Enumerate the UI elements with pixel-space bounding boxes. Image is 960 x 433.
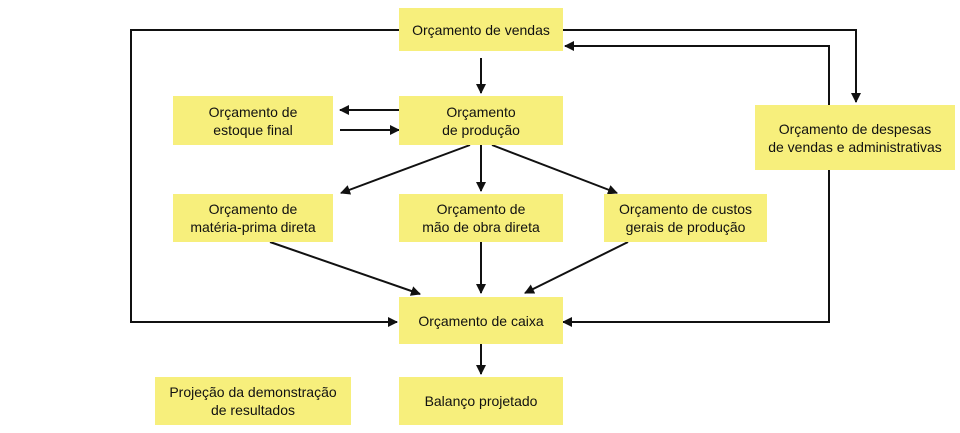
edge-vendas-caixa: [130, 29, 399, 327]
node-label: Orçamento de despesas de vendas e admini…: [768, 120, 942, 155]
node-label: Orçamento de estoque final: [208, 103, 298, 138]
edge-vendas-despesas: [563, 29, 861, 103]
node-orcamento-estoque-final: Orçamento de estoque final: [173, 96, 333, 145]
node-label: Orçamento de custos gerais de produção: [618, 201, 753, 235]
node-label: Orçamento de caixa: [418, 312, 544, 329]
node-balanco-projetado: Balanço projetado: [399, 377, 563, 425]
node-label: Balanço projetado: [424, 393, 538, 409]
node-label: Orçamento de vendas: [412, 21, 550, 38]
node-projecao-demonstracao: Projeção da demonstração de resultados: [155, 377, 351, 425]
edge-despesas-vendas: [564, 41, 830, 105]
node-label: Orçamento de mão de obra direta: [422, 201, 540, 235]
edge-despesas-caixa: [562, 170, 830, 327]
node-label: Projeção da demonstração de resultados: [169, 384, 337, 418]
node-label: Orçamento de matéria-prima direta: [190, 201, 316, 235]
edge-materia-caixa: [269, 241, 421, 296]
node-orcamento-mao-obra: Orçamento de mão de obra direta: [399, 194, 563, 242]
node-orcamento-despesas: Orçamento de despesas de vendas e admini…: [755, 105, 955, 170]
node-orcamento-custos-gerais: Orçamento de custos gerais de produção: [604, 194, 767, 242]
edge-custos-caixa: [524, 241, 629, 294]
edge-producao-materia: [340, 144, 471, 195]
node-orcamento-materia-prima: Orçamento de matéria-prima direta: [173, 194, 333, 242]
node-orcamento-producao: Orçamento de produção: [399, 96, 563, 145]
node-label: Orçamento de produção: [442, 103, 520, 138]
edge-producao-custos: [491, 144, 618, 195]
node-orcamento-vendas: Orçamento de vendas: [399, 8, 563, 51]
node-orcamento-caixa: Orçamento de caixa: [399, 297, 563, 344]
